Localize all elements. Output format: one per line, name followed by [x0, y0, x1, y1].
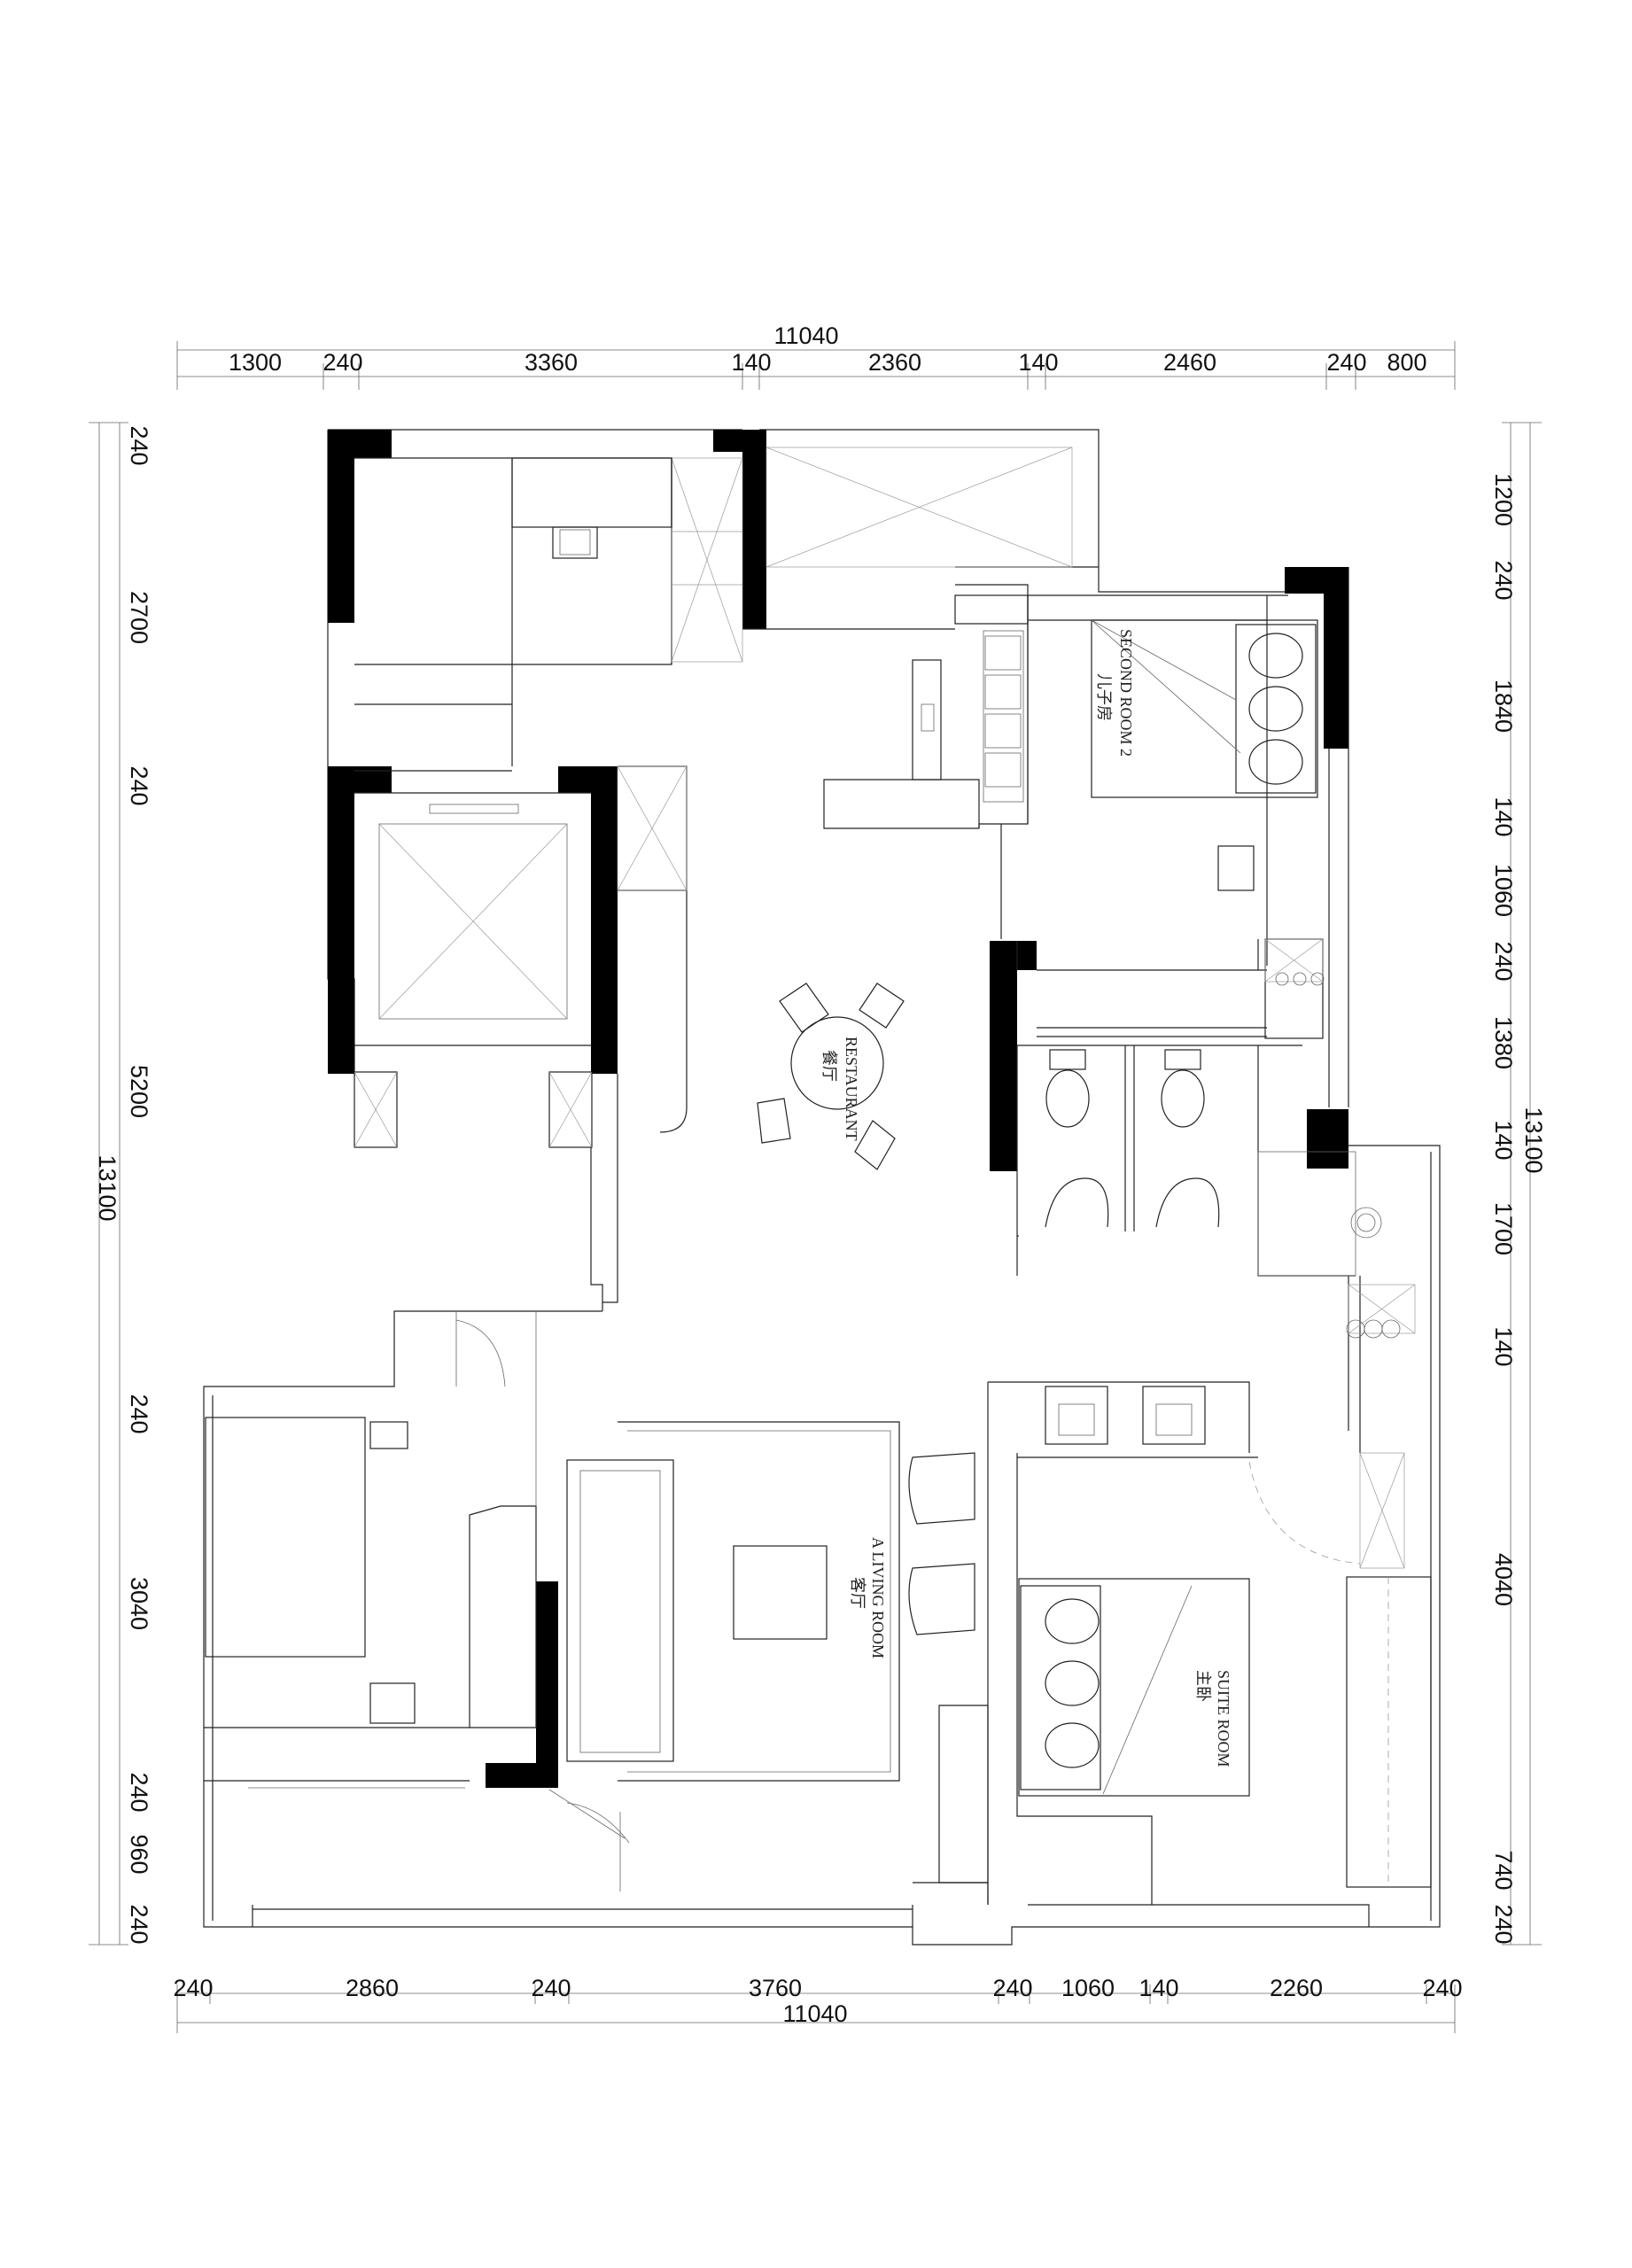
dim-left-seg: 240: [126, 1772, 152, 1812]
second-room-label-cn: 儿子房: [1094, 673, 1113, 721]
dim-bottom-seg: 2260: [1270, 1975, 1323, 2001]
dim-bottom-seg: 3760: [749, 1975, 802, 2001]
dimension-lines: [98, 349, 1531, 2023]
study-desk: [511, 457, 672, 559]
dim-left-seg: 960: [126, 1834, 152, 1874]
structural-walls: [328, 430, 1348, 1788]
living-armchairs: [908, 1452, 975, 1635]
dimension-ticks: [89, 341, 1542, 2033]
dim-right-total: 13100: [1520, 1107, 1547, 1173]
restaurant-label-en: RESTAURANT: [843, 1037, 860, 1141]
dim-top-seg: 240: [323, 349, 362, 376]
dim-right-seg: 240: [1490, 941, 1517, 981]
dim-top-seg: 800: [1387, 349, 1426, 376]
dim-left-total: 13100: [94, 1154, 120, 1221]
suite-room-bed: [1018, 1578, 1250, 1797]
dim-top-seg: 140: [1018, 349, 1058, 376]
kitchen-cabinets: [983, 630, 1024, 803]
dim-left-seg: 240: [126, 765, 152, 805]
dim-right-seg: 740: [1490, 1850, 1517, 1890]
restaurant-label-cn: 餐厅: [820, 1050, 838, 1082]
dim-bottom-seg: 240: [531, 1975, 571, 2001]
living-room-label-en: A LIVING ROOM: [869, 1537, 887, 1658]
dim-left-seg: 240: [126, 1904, 152, 1944]
dim-left-seg: 240: [126, 1394, 152, 1433]
dim-top-seg: 240: [1326, 349, 1366, 376]
dim-right-seg: 240: [1490, 1904, 1517, 1944]
dim-bottom-seg: 240: [173, 1975, 213, 2001]
bathroom-fixtures: [1045, 972, 1401, 1339]
dim-top-seg: 2360: [868, 349, 921, 376]
dim-top-seg: 3360: [525, 349, 578, 376]
restaurant-label: RESTAURANT 餐厅: [820, 1037, 860, 1141]
dim-top-seg: 2460: [1163, 349, 1216, 376]
suite-door-arc: [1248, 1461, 1361, 1565]
dim-right-seg: 4040: [1490, 1553, 1517, 1606]
dim-top-seg: 140: [731, 349, 771, 376]
dim-left-seg: 2700: [126, 591, 152, 644]
dim-right-seg: 140: [1490, 796, 1517, 836]
suite-room-label-cn: 主卧: [1193, 1670, 1212, 1702]
living-side-sofa: [469, 1505, 537, 1728]
dim-left-seg: 3040: [126, 1577, 152, 1630]
living-room-label-cn: 客厅: [848, 1577, 867, 1609]
dim-bottom-seg: 240: [1422, 1975, 1462, 2001]
second-room-desk-chair: [1217, 845, 1255, 891]
living-room-label: A LIVING ROOM 客厅: [848, 1537, 887, 1658]
bottom-left-bed: [205, 1417, 416, 1724]
coffee-table: [733, 1545, 828, 1640]
second-room-label-en: SECOND ROOM 2: [1117, 629, 1135, 757]
exterior-walls: [203, 429, 1441, 1946]
dim-right-seg: 1380: [1490, 1016, 1517, 1069]
suite-sinks: [1045, 1386, 1206, 1445]
dim-right-seg: 1700: [1490, 1202, 1517, 1255]
dim-bottom-seg: 140: [1139, 1975, 1178, 2001]
dim-right-seg: 140: [1490, 1326, 1517, 1366]
dim-right-seg: 1840: [1490, 680, 1517, 733]
dim-right-seg: 1200: [1490, 473, 1517, 526]
dining-table: [757, 983, 905, 1170]
suite-room-label: SUITE ROOM 主卧: [1193, 1670, 1232, 1767]
suite-room-label-en: SUITE ROOM: [1215, 1670, 1232, 1767]
dim-top-seg: 1300: [229, 349, 282, 376]
storage-cabinets: [354, 447, 1416, 1569]
dim-left-seg: 240: [126, 425, 152, 465]
dim-right-seg: 1060: [1490, 864, 1517, 917]
dim-bottom-total: 11040: [782, 2000, 847, 2027]
dim-top-total: 11040: [773, 322, 838, 349]
living-door-arc: [548, 1789, 630, 1844]
dim-bottom-seg: 1060: [1061, 1975, 1115, 2001]
dim-right-seg: 140: [1490, 1120, 1517, 1160]
living-sofa: [566, 1459, 674, 1762]
dim-bottom-seg: 240: [992, 1975, 1032, 2001]
dim-bottom-seg: 2860: [346, 1975, 399, 2001]
bedroom-door-arc: [455, 1311, 506, 1387]
suite-wardrobe: [1346, 1576, 1432, 1888]
second-room-label: SECOND ROOM 2 儿子房: [1094, 629, 1135, 757]
interior-walls: [204, 457, 1361, 1905]
dim-left-seg: 5200: [126, 1065, 152, 1118]
second-room-bed: [1091, 619, 1318, 798]
dim-right-seg: 240: [1490, 560, 1517, 600]
